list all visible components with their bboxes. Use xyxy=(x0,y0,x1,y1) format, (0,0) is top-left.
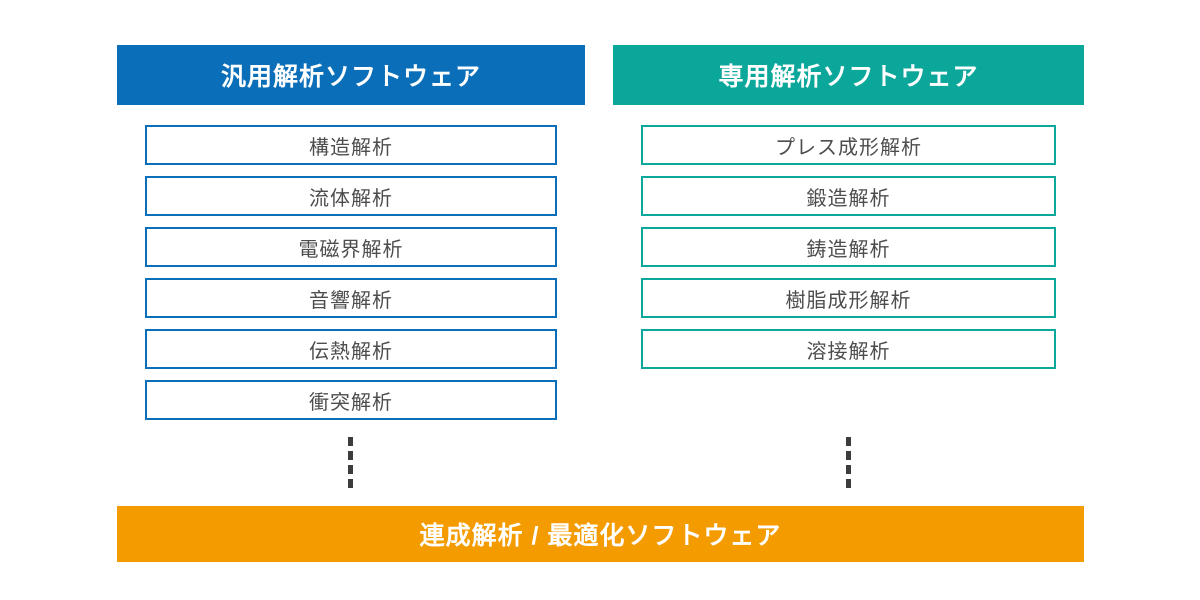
analysis-box-forging: 鍛造解析 xyxy=(641,176,1056,216)
analysis-box-welding: 溶接解析 xyxy=(641,329,1056,369)
general-analysis-software-column: 汎用解析ソフトウェア 構造解析 流体解析 電磁界解析 音響解析 伝熱解析 衝突解… xyxy=(117,45,585,431)
analysis-box-resin-molding: 樹脂成形解析 xyxy=(641,278,1056,318)
analysis-box-electromagnetic: 電磁界解析 xyxy=(145,227,557,267)
continuation-dots-right xyxy=(846,437,851,488)
analysis-box-heat-transfer: 伝熱解析 xyxy=(145,329,557,369)
dedicated-analysis-software-column: 専用解析ソフトウェア プレス成形解析 鍛造解析 鋳造解析 樹脂成形解析 溶接解析 xyxy=(613,45,1084,380)
continuation-dots-left xyxy=(348,437,353,488)
analysis-box-fluid: 流体解析 xyxy=(145,176,557,216)
general-analysis-software-header: 汎用解析ソフトウェア xyxy=(117,45,585,105)
analysis-box-acoustic: 音響解析 xyxy=(145,278,557,318)
dedicated-analysis-software-header: 専用解析ソフトウェア xyxy=(613,45,1084,105)
analysis-box-press-forming: プレス成形解析 xyxy=(641,125,1056,165)
coupled-optimization-software-bar: 連成解析 / 最適化ソフトウェア xyxy=(117,506,1084,562)
analysis-box-structural: 構造解析 xyxy=(145,125,557,165)
analysis-box-crash: 衝突解析 xyxy=(145,380,557,420)
analysis-box-casting: 鋳造解析 xyxy=(641,227,1056,267)
